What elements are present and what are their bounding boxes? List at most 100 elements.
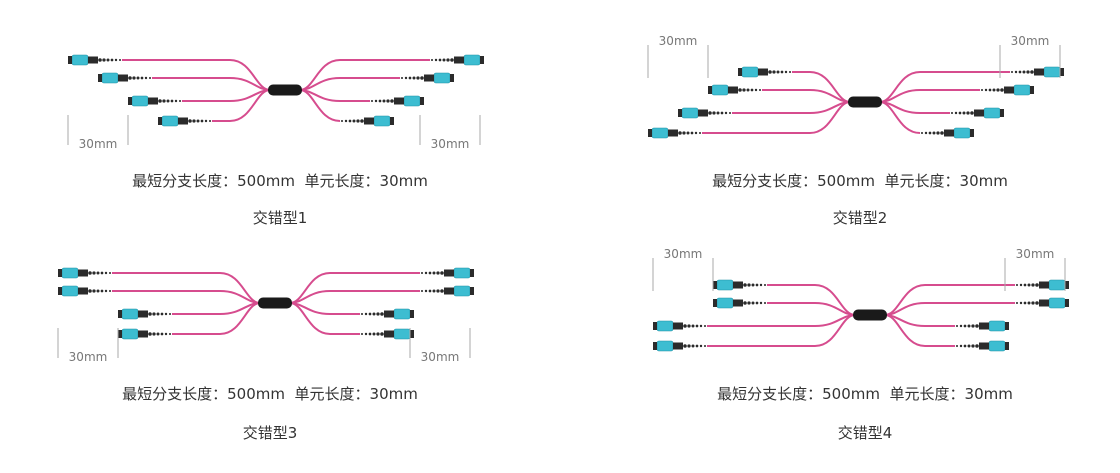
- right-dimension: 30mm: [419, 115, 481, 151]
- left-dimension: 30mm: [652, 247, 714, 291]
- panel-type-3: 30mm 30mm 最短分支长度：500mm 单元长度：30mm 交错型3: [50, 258, 490, 473]
- fiber-branch: [289, 302, 360, 335]
- fiber-branch: [707, 314, 856, 347]
- mpo-connector-icon: [738, 66, 792, 78]
- fiber-branch: [879, 101, 921, 134]
- type-name: 交错型3: [242, 424, 298, 442]
- mpo-connector-icon: [713, 297, 767, 309]
- mpo-connector-icon: [128, 95, 182, 107]
- mpo-connector-icon: [920, 127, 974, 139]
- panel-type-1: 30mm 30mm 最短分支长度：500mm 单元长度：30mm 交错型1: [60, 45, 500, 260]
- mpo-connector-icon: [1015, 297, 1069, 309]
- mpo-connector-icon: [653, 340, 707, 352]
- fiber-branch: [879, 71, 1010, 103]
- mpo-connector-icon: [400, 72, 454, 84]
- breakout-hub: [853, 309, 887, 321]
- mpo-connector-icon: [98, 72, 152, 84]
- fiber-branch: [792, 71, 851, 103]
- dimension-markers: 30mm 30mm: [647, 34, 1061, 78]
- mpo-connector-icon: [1010, 66, 1064, 78]
- mpo-connector-icon: [420, 267, 474, 279]
- connectors: [58, 267, 474, 340]
- mpo-connector-icon: [648, 127, 702, 139]
- mpo-connector-icon: [713, 279, 767, 291]
- mpo-connector-icon: [360, 328, 414, 340]
- cable-diagram-type-3: 30mm 30mm: [57, 267, 474, 364]
- fiber-branch: [879, 89, 980, 103]
- connectors: [68, 54, 484, 127]
- mpo-connector-icon: [118, 328, 172, 340]
- fiber-branches: [122, 59, 430, 122]
- mpo-connector-icon: [950, 107, 1004, 119]
- mpo-connector-icon: [340, 115, 394, 127]
- fiber-branch: [299, 77, 400, 91]
- fiber-branch: [732, 101, 851, 114]
- dimension-label: 30mm: [1011, 34, 1050, 48]
- spec-text: 最短分支长度：500mm 单元长度：30mm: [132, 172, 428, 190]
- dimension-label: 30mm: [659, 34, 698, 48]
- breakout-hub: [258, 297, 292, 309]
- panel-type-4: 30mm 30mm 最短分支长度：500mm 单元长度：30mm 交错型4: [645, 247, 1085, 473]
- mpo-connector-icon: [118, 308, 172, 320]
- connectors: [653, 279, 1069, 352]
- cable-diagram-type-1: 30mm 30mm: [67, 54, 484, 151]
- fiber-branch: [299, 89, 341, 122]
- dimension-markers: 30mm 30mm: [652, 247, 1066, 291]
- mpo-connector-icon: [68, 54, 122, 66]
- fiber-branches: [707, 284, 1015, 347]
- fiber-branch: [884, 302, 1015, 316]
- mpo-connector-icon: [158, 115, 212, 127]
- fiber-branch: [299, 59, 430, 91]
- spec-text: 最短分支长度：500mm 单元长度：30mm: [712, 172, 1008, 190]
- fiber-branch: [289, 290, 420, 304]
- mpo-connector-icon: [980, 84, 1034, 96]
- left-dimension: 30mm: [57, 328, 119, 364]
- type-name: 交错型2: [832, 209, 888, 227]
- right-dimension: 30mm: [409, 328, 471, 364]
- fiber-branches: [702, 71, 1010, 134]
- type-name: 交错型1: [252, 209, 308, 227]
- dimension-label: 30mm: [421, 350, 460, 364]
- fiber-branch: [884, 284, 1015, 316]
- mpo-connector-icon: [58, 267, 112, 279]
- mpo-connector-icon: [955, 340, 1009, 352]
- dimension-label: 30mm: [1016, 247, 1055, 261]
- fiber-branch: [884, 314, 955, 347]
- fiber-branch: [172, 302, 261, 335]
- panel-type-2: 30mm 30mm 最短分支长度：500mm 单元长度：30mm 交错型2: [640, 34, 1080, 260]
- dimension-label: 30mm: [664, 247, 703, 261]
- mpo-connector-icon: [420, 285, 474, 297]
- stagger-types-page: 30mm 30mm 最短分支长度：500mm 单元长度：30mm 交错型1 30m…: [57, 34, 1080, 442]
- dimension-markers: 30mm 30mm: [67, 115, 481, 151]
- right-dimension: 30mm: [1004, 247, 1066, 291]
- fiber-branch: [152, 77, 271, 91]
- fiber-branch: [707, 314, 856, 327]
- cable-diagram-type-2: 30mm 30mm: [647, 34, 1064, 139]
- type-name: 交错型4: [837, 424, 893, 442]
- mpo-connector-icon: [430, 54, 484, 66]
- right-dimension: 30mm: [999, 34, 1061, 78]
- mpo-connector-icon: [1015, 279, 1069, 291]
- dimension-label: 30mm: [79, 137, 118, 151]
- dimension-markers: 30mm 30mm: [57, 328, 471, 364]
- spec-text: 最短分支长度：500mm 单元长度：30mm: [717, 385, 1013, 403]
- breakout-hub: [848, 96, 882, 108]
- fiber-branches: [112, 272, 420, 335]
- fiber-branch: [289, 272, 420, 304]
- dimension-label: 30mm: [431, 137, 470, 151]
- fiber-branch: [122, 59, 271, 91]
- mpo-connector-icon: [678, 107, 732, 119]
- dimension-label: 30mm: [69, 350, 108, 364]
- fiber-branch: [112, 272, 261, 304]
- mpo-connector-icon: [58, 285, 112, 297]
- fiber-branch: [212, 89, 271, 122]
- cable-diagram-type-4: 30mm 30mm: [652, 247, 1069, 352]
- mpo-connector-icon: [708, 84, 762, 96]
- mpo-connector-icon: [653, 320, 707, 332]
- left-dimension: 30mm: [67, 115, 129, 151]
- mpo-connector-icon: [955, 320, 1009, 332]
- mpo-connector-icon: [360, 308, 414, 320]
- left-dimension: 30mm: [647, 34, 709, 78]
- spec-text: 最短分支长度：500mm 单元长度：30mm: [122, 385, 418, 403]
- connectors: [648, 66, 1064, 139]
